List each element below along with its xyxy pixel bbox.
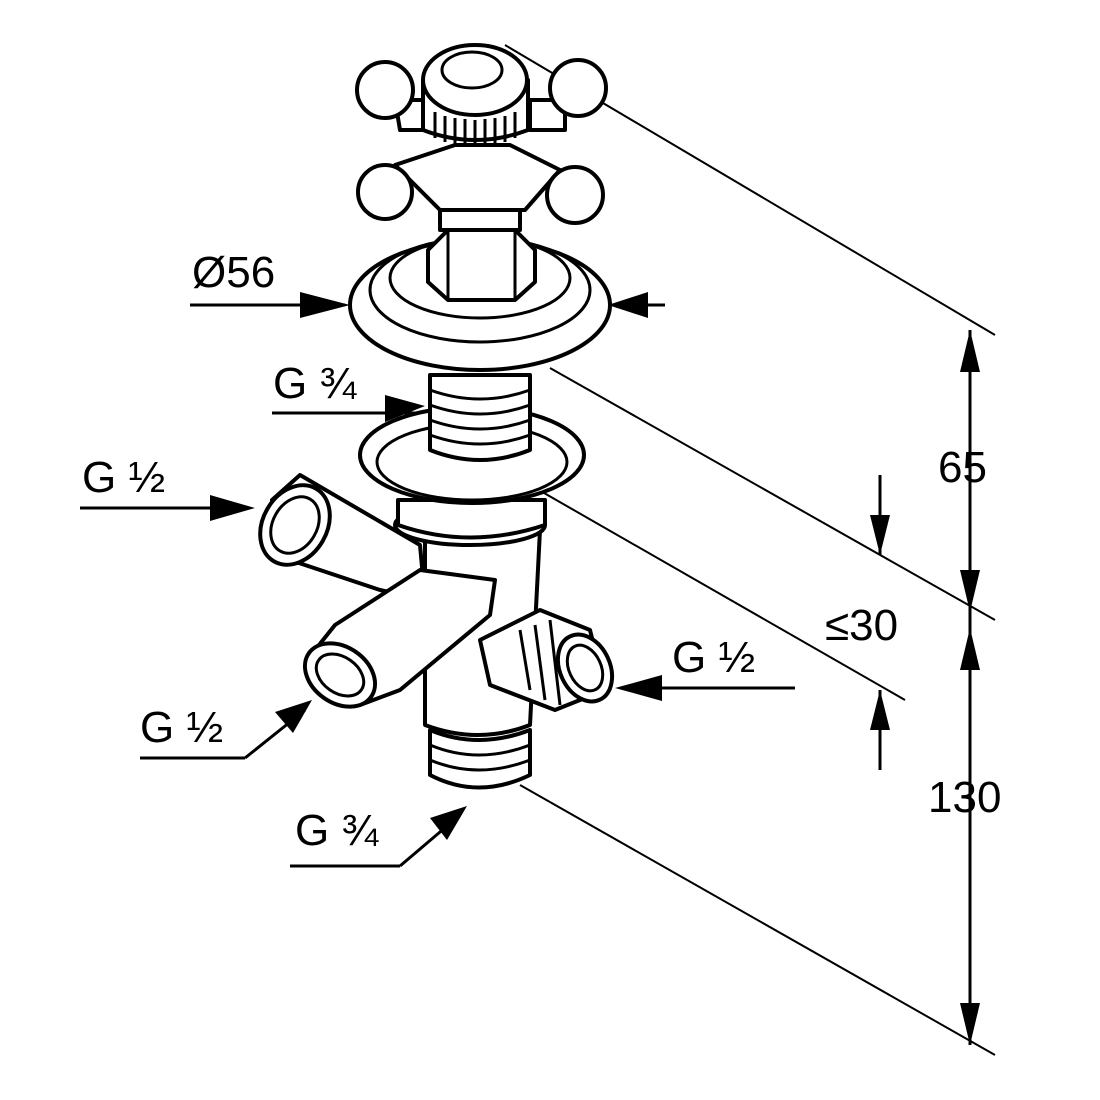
handle-knob-top-right <box>548 58 608 118</box>
dimension-upper-height: 65 <box>938 443 987 492</box>
cross-handle <box>355 43 608 225</box>
dimension-line-30 <box>870 475 890 770</box>
label-thread-outlet-right: G ½ <box>672 633 755 682</box>
leader-thread-outlet-right <box>615 675 795 701</box>
leader-thread-inlet-left <box>80 495 255 521</box>
dimension-max-thickness: ≤30 <box>825 601 898 650</box>
dimension-lower-height: 130 <box>928 773 1001 822</box>
handle-knob-top-left <box>355 60 415 120</box>
label-thread-inlet-left: G ½ <box>82 453 165 502</box>
threaded-shaft <box>428 373 532 462</box>
dimension-line-65 <box>960 330 980 628</box>
leader-thread-bottom <box>290 806 467 868</box>
lower-nut <box>393 498 547 547</box>
label-thread-bottom: G ¾ <box>295 806 379 855</box>
handle-knob-bottom-right <box>545 165 605 225</box>
label-thread-outlet-lower: G ½ <box>140 703 223 752</box>
label-thread-top: G ¾ <box>273 359 357 408</box>
valve-body <box>258 473 615 790</box>
leader-thread-outlet-lower <box>140 700 312 760</box>
label-diameter: Ø56 <box>192 248 275 297</box>
dimension-line-130 <box>960 620 980 1045</box>
handle-knob-bottom-left <box>356 163 414 221</box>
leader-thread-top <box>272 395 425 422</box>
leader-diameter <box>190 292 665 318</box>
